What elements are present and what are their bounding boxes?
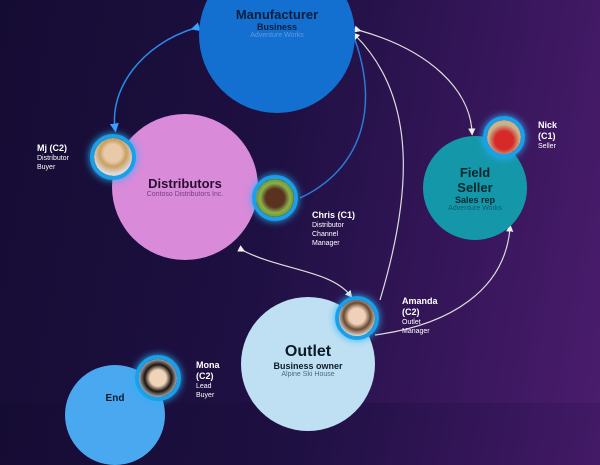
chris-name: Chris (C1) [312,210,356,220]
mona-label: Mona (C2) Lead Buyer [196,360,226,400]
outlet-role: Business owner [273,361,343,371]
field-seller-org: Adventure Works [448,204,502,212]
amanda-role: Outlet Manager [402,319,430,335]
connector-arrows [109,22,514,336]
mj-role: Distributor Buyer [37,155,69,171]
arrow-manufacturer-mj [109,22,201,133]
nick-role: Seller [538,143,556,150]
manufacturer-org: Adventure Works [250,32,304,39]
mj-label: Mj (C2) Distributor Buyer [37,143,87,172]
distributors-title: Distributors [148,176,222,191]
arrow-manufacturer-fieldseller [353,25,476,136]
outlet-title: Outlet [284,343,332,360]
nick-label: Nick (C1) Seller [538,120,572,151]
arrow-distributors-amanda [237,245,353,298]
amanda-name: Amanda (C2) [402,296,438,317]
amanda-label: Amanda (C2) Outlet Manager [402,296,444,336]
distributors-node[interactable]: Distributors Contoso Distributors Inc. [112,114,258,260]
chris-role: Distributor Channel Manager [312,222,344,247]
nick-name: Nick (C1) [538,120,558,141]
mona-avatar[interactable] [135,355,181,401]
end-title: End [105,393,125,404]
amanda-avatar[interactable] [335,296,379,340]
field-seller-role: Sales rep [454,194,496,205]
arrow-outlet-fieldseller [374,224,514,336]
mona-role: Lead Buyer [196,383,215,399]
mona-name: Mona (C2) [196,360,220,381]
nick-avatar[interactable] [483,116,525,158]
chris-avatar[interactable] [252,175,298,221]
mj-avatar[interactable] [90,134,136,180]
manufacturer-role: Business [256,22,298,32]
field-seller-title: Field Seller [457,164,493,195]
outlet-org: Alpine Ski House [281,371,335,378]
manufacturer-title: Manufacturer [235,7,319,22]
distributors-org: Contoso Distributors Inc. [146,191,224,198]
mj-name: Mj (C2) [37,143,67,153]
chris-label: Chris (C1) Distributor Channel Manager [312,210,356,248]
arrow-outlet-manufacturer [352,32,404,301]
